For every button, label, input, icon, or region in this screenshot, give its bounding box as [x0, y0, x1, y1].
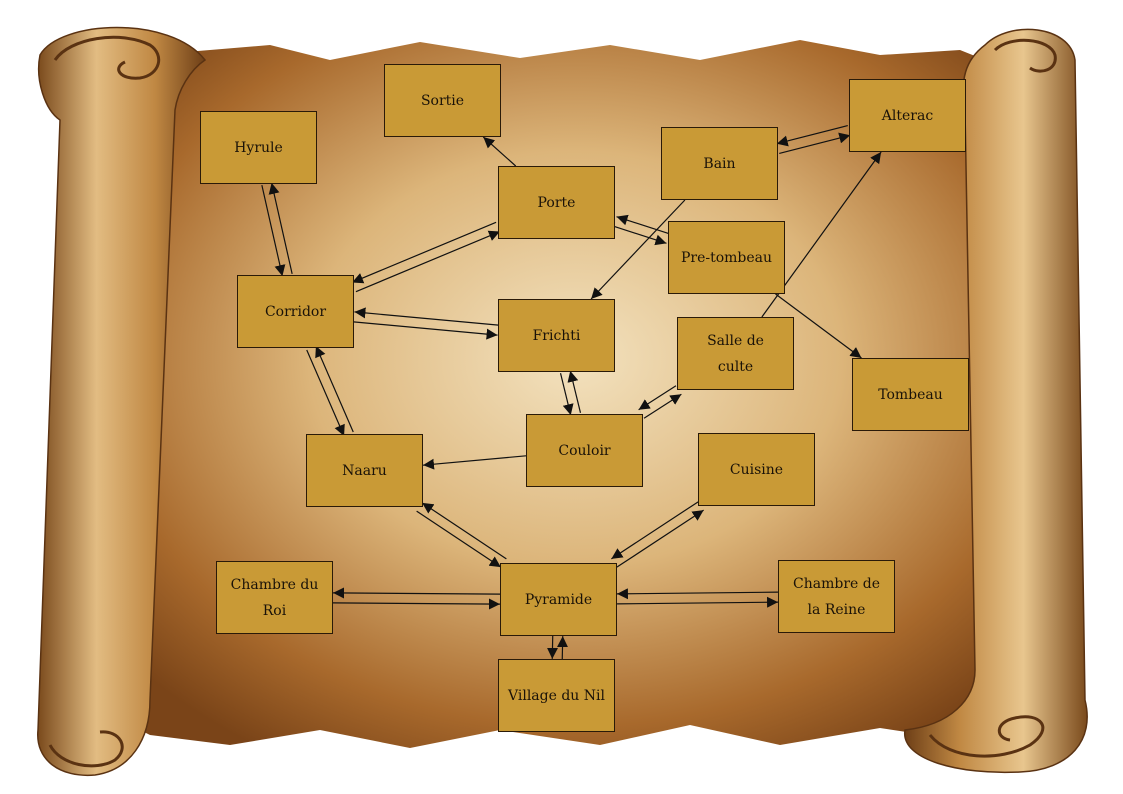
room-chambre-de-la-reine: Chambre de la Reine	[778, 560, 895, 633]
passage-corridor-to-frichti	[353, 321, 498, 340]
passage-naaru-to-corridor	[315, 345, 354, 433]
passage-arrows	[261, 125, 882, 660]
room-alterac: Alterac	[849, 79, 966, 152]
passage-bain-to-alterac	[779, 132, 851, 154]
passage-pyramide-to-naaru	[421, 502, 507, 560]
room-bain: Bain	[661, 127, 778, 200]
room-hyrule: Hyrule	[200, 111, 317, 184]
room-sortie: Sortie	[384, 64, 501, 137]
passage-couloir-to-naaru	[422, 455, 527, 470]
room-naaru: Naaru	[306, 434, 423, 507]
passage-pyramide-to-chambre-du-roi	[333, 587, 501, 599]
passage-porte-to-sortie	[482, 136, 517, 167]
passage-frichti-to-corridor	[354, 307, 499, 326]
room-salle-de-culte: Salle de culte	[677, 317, 794, 390]
passage-bain-to-frichti	[590, 199, 686, 300]
passage-porte-to-pre-tombeau	[613, 225, 667, 246]
passage-frichti-to-couloir	[559, 373, 574, 416]
room-pre-tombeau: Pre-tombeau	[668, 221, 785, 294]
passage-naaru-to-pyramide	[416, 510, 502, 568]
room-porte: Porte	[498, 166, 615, 239]
passage-hyrule-to-corridor	[261, 184, 286, 277]
passage-alterac-to-bain	[776, 125, 848, 147]
room-chambre-du-roi: Chambre du Roi	[216, 561, 333, 634]
room-cuisine: Cuisine	[698, 433, 815, 506]
passage-salle-de-culte-to-couloir	[638, 385, 677, 411]
passage-couloir-to-frichti	[567, 370, 582, 413]
passage-pre-tombeau-to-porte	[616, 214, 670, 235]
passage-pyramide-to-cuisine	[616, 509, 704, 568]
scroll-roll-right	[904, 28, 1088, 774]
passage-corridor-to-naaru	[306, 349, 345, 437]
room-village-du-nil: Village du Nil	[498, 659, 615, 732]
passage-chambre-du-roi-to-pyramide	[332, 598, 500, 610]
passage-cuisine-to-pyramide	[611, 501, 699, 560]
passage-couloir-to-salle-de-culte	[643, 393, 682, 419]
room-couloir: Couloir	[526, 414, 643, 487]
passage-corridor-to-porte	[355, 230, 501, 293]
passage-corridor-to-hyrule	[268, 182, 293, 275]
room-tombeau: Tombeau	[852, 358, 969, 431]
passage-porte-to-corridor	[351, 221, 497, 284]
room-frichti: Frichti	[498, 299, 615, 372]
scroll-roll-left	[37, 26, 207, 777]
room-pyramide: Pyramide	[500, 563, 617, 636]
room-corridor: Corridor	[237, 275, 354, 348]
passage-chambre-de-la-reine-to-pyramide	[616, 588, 778, 600]
passage-pre-tombeau-to-tombeau	[775, 293, 862, 359]
passage-pyramide-to-chambre-de-la-reine	[617, 596, 779, 608]
